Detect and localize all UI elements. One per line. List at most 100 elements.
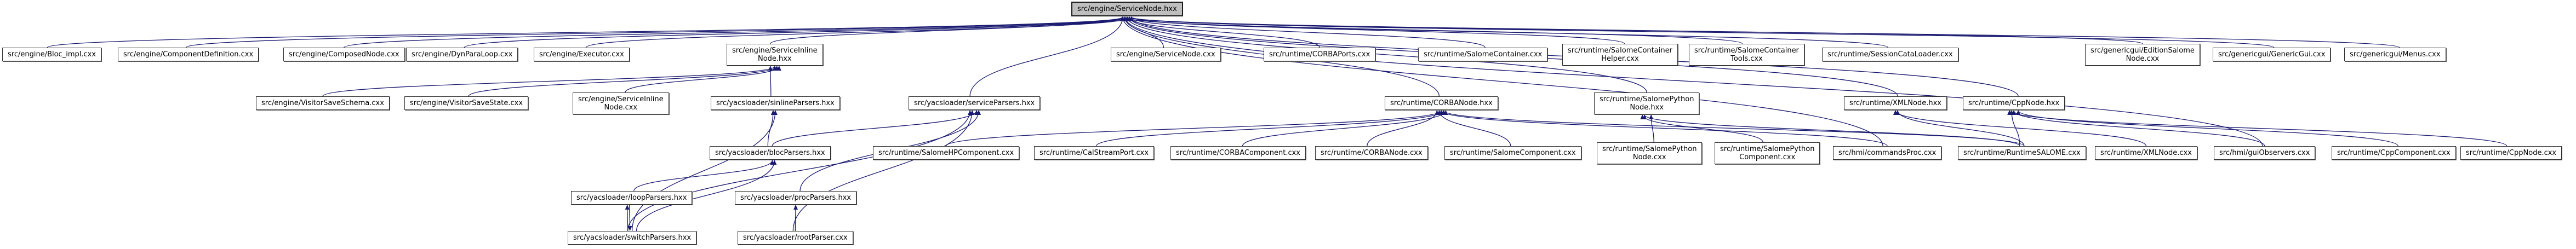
graph-node-compdef[interactable]: src/engine/ComponentDefinition.cxx bbox=[118, 48, 259, 61]
include-edge bbox=[1642, 114, 2020, 147]
include-edge bbox=[1367, 110, 1440, 147]
graph-node-label: src/engine/DynParaLoop.cxx bbox=[412, 50, 513, 59]
include-edge bbox=[625, 205, 630, 231]
graph-node-corbaports[interactable]: src/runtime/CORBAPorts.cxx bbox=[1264, 48, 1376, 61]
graph-node-salomecomp[interactable]: src/runtime/SalomeComponent.cxx bbox=[1444, 146, 1581, 160]
graph-node-label: src/yacsloader/rootParser.cxx bbox=[743, 234, 848, 242]
include-edge bbox=[1125, 16, 1647, 93]
graph-node-loopparsers[interactable]: src/yacsloader/loopParsers.hxx bbox=[571, 191, 693, 205]
include-edge bbox=[636, 160, 777, 231]
graph-node-label: Helper.cxx bbox=[1601, 55, 1639, 63]
graph-node-guiobservers[interactable]: src/hmi/guiObservers.cxx bbox=[2214, 146, 2316, 160]
include-edge bbox=[1242, 110, 1448, 147]
include-edge bbox=[468, 66, 779, 97]
graph-node-executor[interactable]: src/engine/Executor.cxx bbox=[534, 48, 630, 61]
graph-node-label: src/runtime/CORBANode.cxx bbox=[1321, 149, 1423, 157]
graph-node-procparsers[interactable]: src/yacsloader/procParsers.hxx bbox=[735, 191, 857, 205]
include-edge bbox=[1127, 16, 2275, 48]
graph-node-salomecontainer[interactable]: src/runtime/SalomeContainer.cxx bbox=[1418, 48, 1548, 61]
graph-node-label: src/runtime/XMLNode.hxx bbox=[1849, 99, 1941, 107]
graph-node-label: src/engine/Bloc_impl.cxx bbox=[8, 50, 96, 59]
graph-node-composednode[interactable]: src/engine/ComposedNode.cxx bbox=[283, 48, 405, 61]
graph-node-label: Node.hxx bbox=[1630, 103, 1664, 112]
graph-node-sinlineparsers[interactable]: src/yacsloader/sinlineParsers.hxx bbox=[711, 96, 840, 110]
graph-node-commandsproc[interactable]: src/hmi/commandsProc.cxx bbox=[1833, 146, 1942, 160]
graph-node-label: src/runtime/CppNode.cxx bbox=[2466, 149, 2557, 157]
graph-node-label: src/runtime/SalomeComponent.cxx bbox=[1450, 149, 1576, 157]
graph-node-label: src/engine/ServiceNode.cxx bbox=[1116, 50, 1215, 59]
graph-node-switchparsers[interactable]: src/yacsloader/switchParsers.hxx bbox=[568, 231, 697, 245]
include-edge bbox=[1127, 16, 1486, 48]
graph-node-label: Node.cxx bbox=[2126, 55, 2160, 63]
graph-node-label: src/runtime/CORBAPorts.cxx bbox=[1269, 50, 1370, 59]
include-edge bbox=[1121, 16, 1883, 147]
graph-node-servicenode_cxx[interactable]: src/engine/ServiceNode.cxx bbox=[1111, 48, 1221, 61]
graph-node-vschema[interactable]: src/engine/VisitorSaveSchema.cxx bbox=[256, 96, 390, 110]
graph-node-rootparser[interactable]: src/yacsloader/rootParser.cxx bbox=[738, 231, 853, 245]
graph-node-xmlnode_cxx[interactable]: src/runtime/XMLNode.cxx bbox=[2095, 146, 2197, 160]
include-edge bbox=[464, 16, 1132, 48]
include-edge bbox=[1095, 110, 1446, 147]
graph-node-label: src/runtime/CORBAComponent.cxx bbox=[1176, 149, 1300, 157]
graph-node-label: Node.cxx bbox=[604, 103, 638, 112]
include-edge bbox=[969, 16, 1125, 97]
include-edge bbox=[631, 110, 778, 231]
graph-node-label: src/engine/VisitorSaveSchema.cxx bbox=[261, 99, 384, 107]
graph-node-label: src/engine/VisitorSaveState.cxx bbox=[410, 99, 523, 107]
graph-node-corbanode_hxx[interactable]: src/runtime/CORBANode.hxx bbox=[1385, 96, 1498, 110]
graph-node-label: Component.cxx bbox=[1739, 153, 1796, 161]
graph-node-sessioncata[interactable]: src/runtime/SessionCataLoader.cxx bbox=[1822, 48, 1958, 61]
graph-node-bloc_impl[interactable]: src/engine/Bloc_impl.cxx bbox=[2, 48, 102, 61]
graph-node-label: Node.cxx bbox=[1632, 153, 1666, 161]
include-edge bbox=[768, 66, 773, 97]
include-edge bbox=[793, 205, 798, 231]
graph-node-genericgui[interactable]: src/genericgui/GenericGui.cxx bbox=[2213, 48, 2331, 61]
graph-node-serviceparsers[interactable]: src/yacsloader/serviceParsers.hxx bbox=[909, 96, 1041, 110]
graph-node-menus[interactable]: src/genericgui/Menus.cxx bbox=[2344, 48, 2446, 61]
include-edge bbox=[344, 16, 1129, 48]
graph-node-label: src/runtime/SalomePython bbox=[1720, 145, 1815, 153]
graph-node-dynparaloop[interactable]: src/engine/DynParaLoop.cxx bbox=[406, 48, 518, 61]
graph-node-blocparsers[interactable]: src/yacsloader/blocParsers.hxx bbox=[710, 146, 831, 160]
graph-node-cppnode_cxx[interactable]: src/runtime/CppNode.cxx bbox=[2460, 146, 2562, 160]
graph-node-label: src/engine/ServiceInline bbox=[578, 95, 664, 103]
include-edge bbox=[47, 16, 1125, 48]
graph-node-salomehp[interactable]: src/runtime/SalomeHPComponent.cxx bbox=[873, 146, 1020, 160]
graph-node-cppnode_hxx[interactable]: src/runtime/CppNode.hxx bbox=[1963, 96, 2065, 110]
include-edge bbox=[1439, 110, 1888, 147]
graph-node-label: src/runtime/SalomeHPComponent.cxx bbox=[878, 149, 1014, 157]
include-edge bbox=[1893, 110, 2147, 147]
graph-node-label: src/yacsloader/procParsers.hxx bbox=[740, 194, 852, 202]
graph-node-label: src/hmi/guiObservers.cxx bbox=[2219, 149, 2310, 157]
graph-node-label: src/yacsloader/blocParsers.hxx bbox=[715, 149, 825, 157]
include-edge bbox=[945, 110, 1444, 147]
include-edge bbox=[1123, 16, 2263, 147]
include-edge bbox=[1123, 16, 1888, 48]
graph-node-label: src/runtime/SalomeContainer bbox=[1568, 47, 1672, 55]
graph-node-label: src/engine/ComponentDefinition.cxx bbox=[123, 50, 254, 59]
graph-node-cppcomp[interactable]: src/runtime/CppComponent.cxx bbox=[2332, 146, 2456, 160]
graph-node-corbanode_cxx[interactable]: src/runtime/CORBANode.cxx bbox=[1315, 146, 1428, 160]
include-edge bbox=[2009, 110, 2020, 147]
graph-node-vstate[interactable]: src/engine/VisitorSaveState.cxx bbox=[404, 96, 529, 110]
graph-node-servicenode_hxx[interactable]: src/engine/ServiceNode.hxx bbox=[1071, 2, 1183, 16]
graph-node-label: Tools.cxx bbox=[1730, 55, 1763, 63]
graph-node-calstream[interactable]: src/runtime/CalStreamPort.cxx bbox=[1034, 146, 1155, 160]
graph-node-label: Node.hxx bbox=[757, 55, 792, 63]
graph-node-runtimesalome[interactable]: src/runtime/RuntimeSALOME.cxx bbox=[1958, 146, 2086, 160]
graph-node-corbacomp[interactable]: src/runtime/CORBAComponent.cxx bbox=[1170, 146, 1306, 160]
graph-node-label: src/runtime/SalomeContainer bbox=[1694, 47, 1799, 55]
include-edge bbox=[185, 16, 1127, 48]
graph-node-label: src/runtime/CppComponent.cxx bbox=[2337, 149, 2451, 157]
graph-node-label: src/runtime/SalomePython bbox=[1600, 95, 1694, 103]
graph-node-xmlnode_hxx[interactable]: src/runtime/XMLNode.hxx bbox=[1844, 96, 1947, 110]
